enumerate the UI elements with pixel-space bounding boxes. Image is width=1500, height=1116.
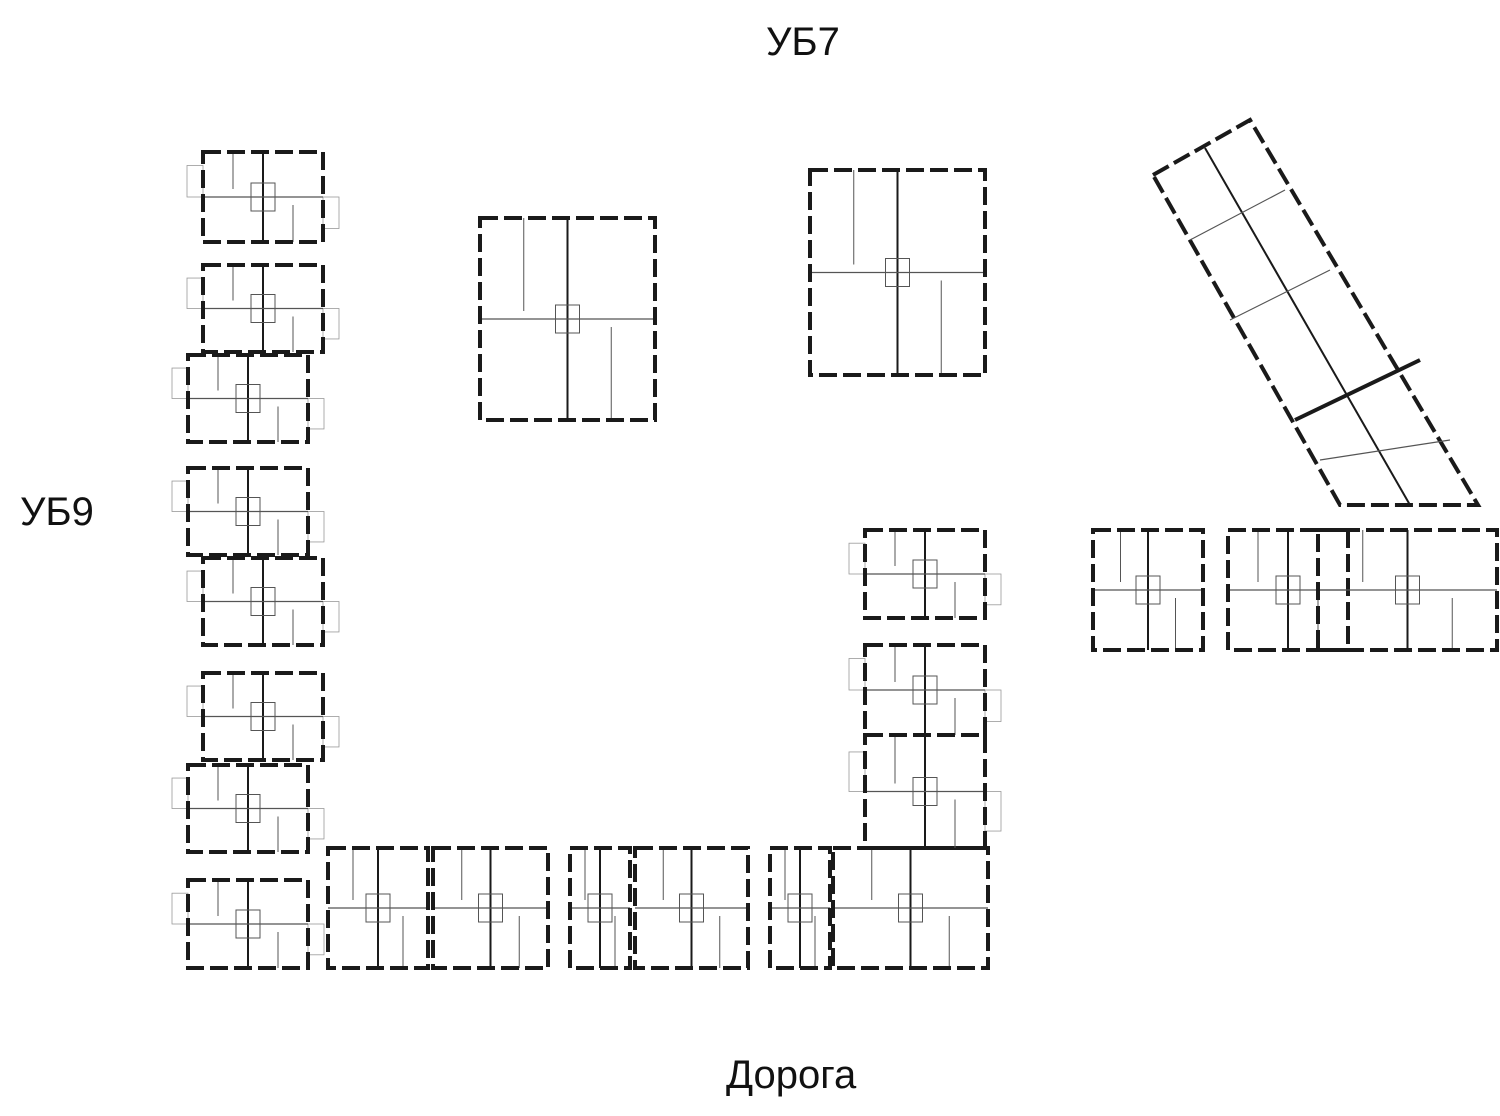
- stair-core: [235, 909, 261, 939]
- building-section: [186, 763, 310, 854]
- balcony: [848, 658, 866, 691]
- balcony: [984, 791, 1002, 832]
- stair-core: [1395, 575, 1420, 605]
- stair-core: [587, 893, 613, 923]
- building-section: [186, 466, 310, 557]
- balcony: [171, 367, 189, 399]
- balcony: [848, 542, 866, 575]
- balcony: [307, 808, 325, 840]
- balcony: [322, 716, 340, 748]
- balcony: [322, 196, 340, 229]
- building-section: [186, 353, 310, 444]
- balcony: [307, 398, 325, 430]
- interior-wall: [1294, 358, 1421, 422]
- balcony: [171, 480, 189, 512]
- building-section: [186, 878, 310, 970]
- balcony: [984, 689, 1002, 722]
- balcony: [848, 751, 866, 792]
- building-section: [201, 556, 325, 647]
- building-section: [633, 846, 750, 970]
- building-section: [568, 846, 632, 970]
- stair-core: [885, 258, 910, 287]
- label-road: Дорога: [726, 1053, 857, 1097]
- building-section: [863, 528, 987, 620]
- stair-core: [250, 702, 276, 731]
- building-section: [863, 733, 987, 850]
- diagonal-wing: [1150, 117, 1482, 507]
- building-section: [431, 846, 550, 970]
- building-section: [201, 150, 325, 244]
- stair-core: [679, 893, 704, 923]
- balcony: [186, 685, 204, 717]
- building-section: [326, 846, 430, 970]
- stair-core: [235, 794, 261, 823]
- building-section: [201, 263, 325, 354]
- stair-core: [898, 893, 923, 923]
- balcony: [307, 923, 325, 956]
- interior-wall: [1204, 147, 1411, 506]
- balcony: [322, 308, 340, 340]
- label-ub9: УБ9: [20, 490, 94, 534]
- stair-core: [912, 559, 938, 589]
- balcony: [186, 277, 204, 309]
- balcony: [307, 511, 325, 543]
- stair-core: [250, 182, 276, 212]
- interior-wall: [1189, 189, 1286, 241]
- interior-wall: [1319, 439, 1451, 461]
- label-ub7: УБ7: [766, 20, 840, 64]
- stair-core: [787, 893, 813, 923]
- stair-core: [912, 675, 938, 705]
- balcony: [186, 570, 204, 602]
- stair-core: [235, 384, 261, 413]
- stair-core: [1275, 575, 1301, 605]
- building-section: [808, 168, 987, 377]
- interior-wall: [1229, 269, 1331, 321]
- stair-core: [555, 304, 580, 334]
- building-section: [478, 216, 657, 422]
- building-section: [1091, 528, 1205, 652]
- building-section: [201, 671, 325, 762]
- stair-core: [478, 893, 503, 923]
- stair-core: [912, 777, 938, 806]
- stair-core: [250, 294, 276, 323]
- balcony: [171, 777, 189, 809]
- balcony: [186, 165, 204, 198]
- building-section: [831, 846, 990, 970]
- stair-core: [365, 893, 391, 923]
- balcony: [984, 573, 1002, 606]
- stair-core: [1135, 575, 1161, 605]
- building-section: [1316, 528, 1499, 652]
- balcony: [171, 892, 189, 925]
- stair-core: [250, 587, 276, 616]
- stair-core: [235, 497, 261, 526]
- balcony: [322, 601, 340, 633]
- building-section: [768, 846, 832, 970]
